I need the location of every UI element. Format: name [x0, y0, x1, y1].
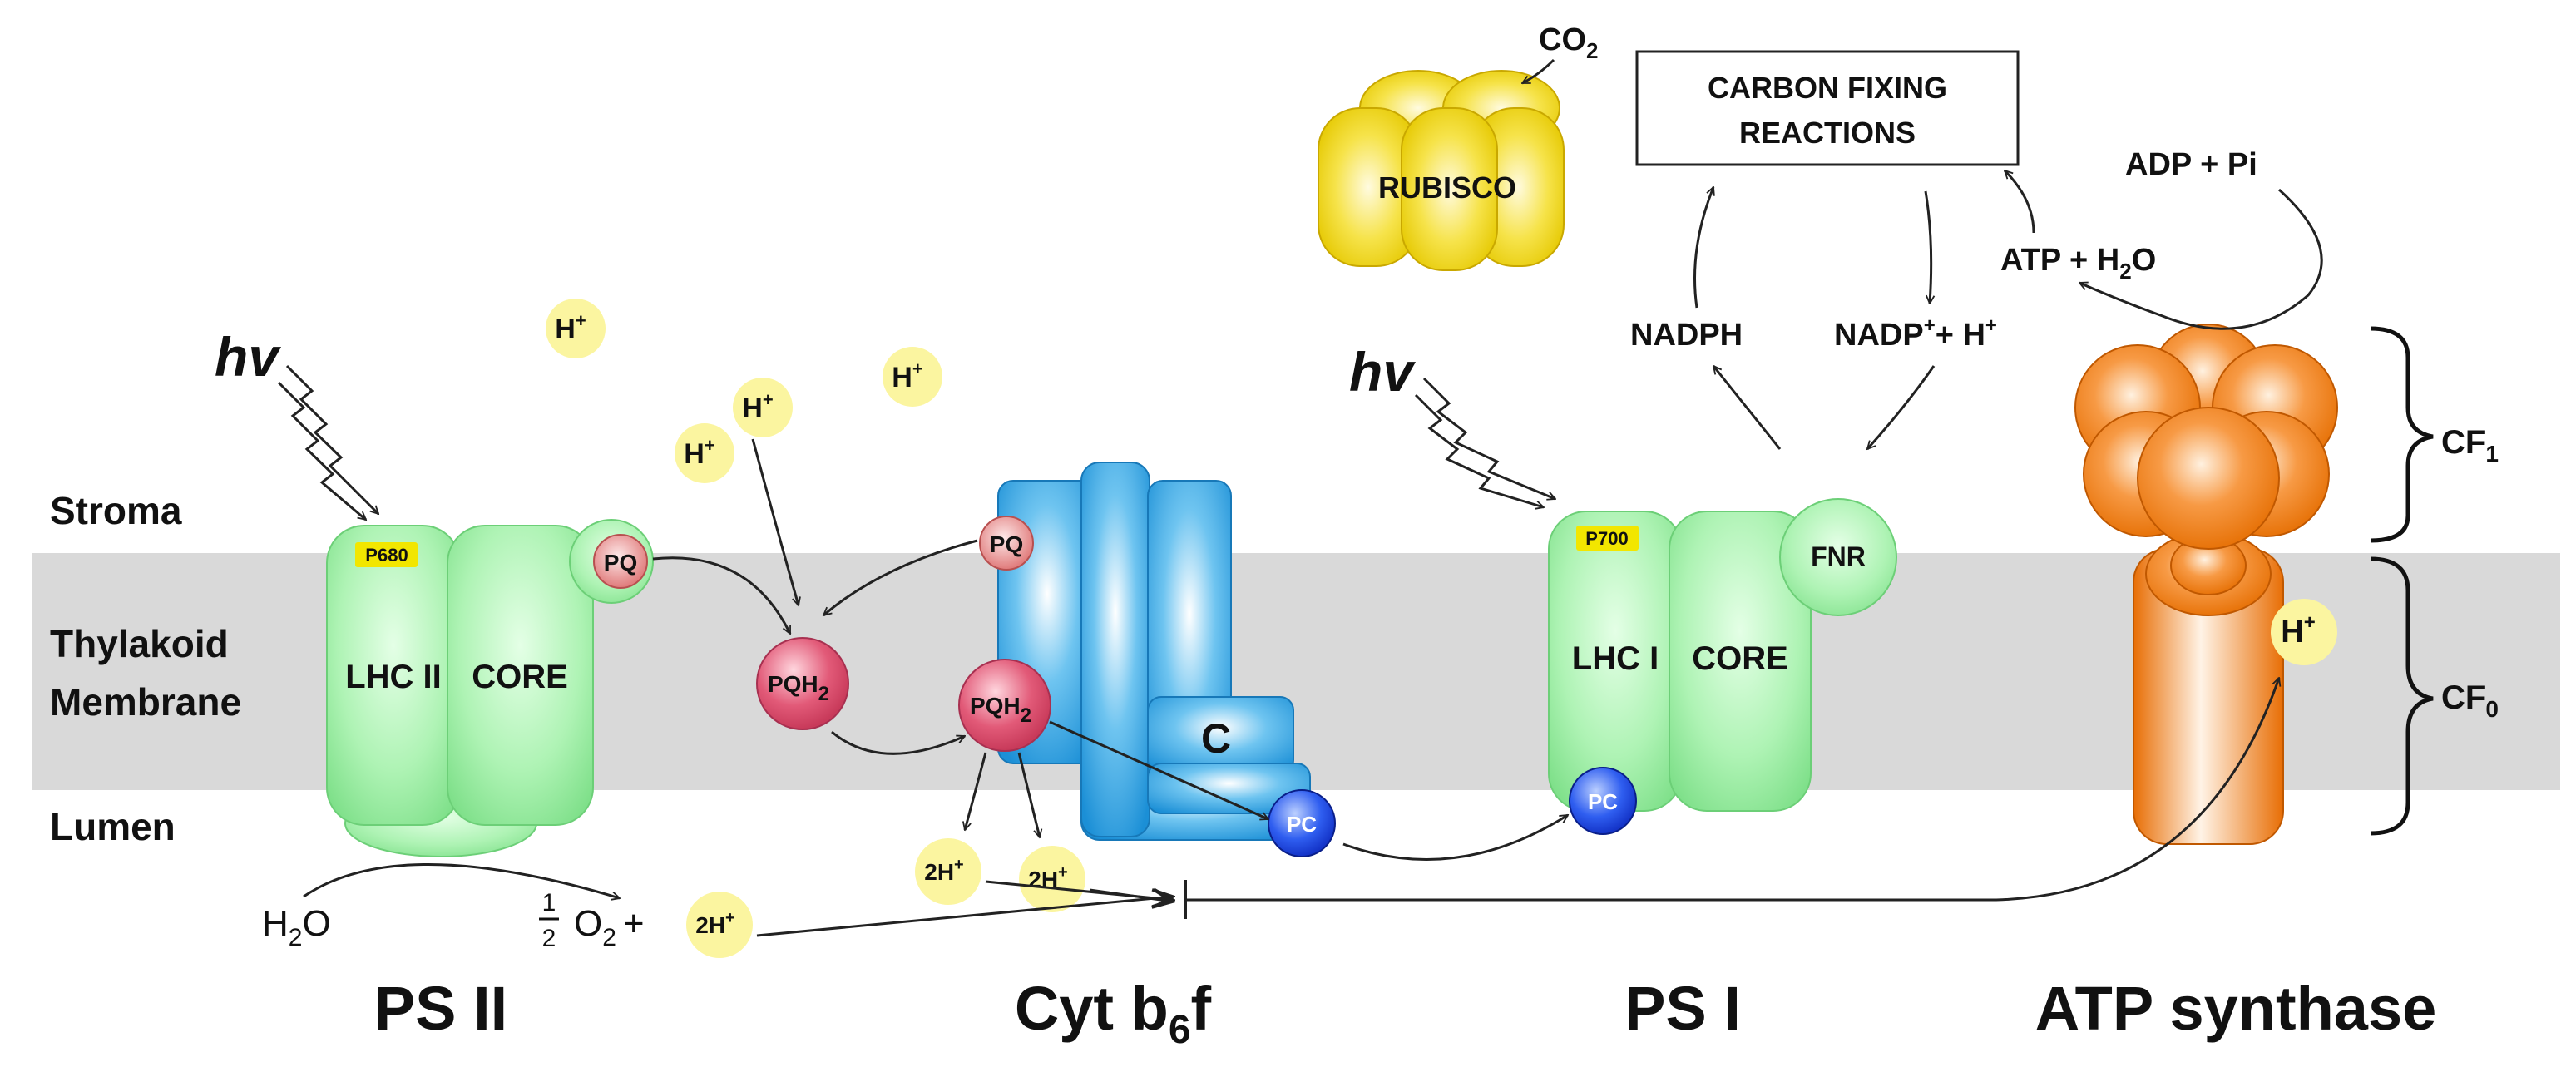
rubisco-center [1401, 107, 1498, 271]
p700-label: P700 [1585, 528, 1628, 549]
atp-to-calvin-arrow [2005, 170, 2035, 234]
proton-stroma-2 [733, 378, 793, 437]
proton-lumen-2 [1019, 846, 1085, 912]
pqh2-to-lumen-right-arrow [1017, 752, 1040, 837]
hv-psi-label: hv [1349, 341, 1416, 403]
proton-lumen-water [686, 892, 753, 958]
light-photon-psi [1414, 377, 1555, 507]
pc-to-psi-arrow [1342, 813, 1568, 861]
atp-proton-label: H+ [2281, 611, 2315, 650]
proton-lumen-water-label: 2H+ [695, 909, 734, 938]
psi-core [1669, 511, 1812, 812]
h2o-label: H2O [262, 903, 331, 951]
psi-title: PS I [1624, 974, 1741, 1043]
carbon-fixing-line1: CARBON FIXING [1708, 71, 1947, 105]
nadph-label: NADPH [1630, 318, 1743, 353]
pq-psii-to-pqh2-arrow [652, 556, 792, 634]
stroma-label: Stroma [50, 489, 182, 532]
psi-lhc-label: LHC I [1572, 640, 1659, 677]
nadp-to-fnr-arrow [1867, 365, 1936, 449]
half-denominator: 2 [542, 925, 556, 952]
cf1-label: CF1 [2441, 424, 2499, 467]
cf1-sphere-front [2137, 407, 2280, 550]
fnr-circle [1779, 498, 1897, 616]
proton-stroma-2-label: H+ [742, 389, 773, 424]
pqh2-cyt-circle [958, 659, 1051, 752]
pq-cyt-to-pqh2-arrow [823, 539, 978, 615]
proton-stroma-3-label: H+ [684, 435, 714, 470]
psii-core [447, 525, 594, 826]
o2-label: O2+ [574, 903, 645, 951]
p700-badge [1576, 526, 1639, 551]
cf0-label: CF0 [2441, 679, 2499, 722]
proton-lumen-1 [915, 838, 981, 905]
cf1-brace [2370, 326, 2434, 543]
atp-synthase-complex [2074, 324, 2338, 845]
pqh2-to-lumen-left-arrow [965, 752, 987, 830]
psii-lhc-label: LHC II [345, 659, 442, 695]
atp-title: ATP synthase [2035, 974, 2437, 1043]
fnr-label: FNR [1811, 541, 1866, 571]
cyt-pq-circle [979, 516, 1034, 571]
psii-pq-circle [593, 534, 648, 589]
psii-title: PS II [374, 974, 507, 1043]
atp-proton-circle [2271, 599, 2337, 665]
proton-stroma-1-label: H+ [555, 310, 586, 345]
water-split-arrow [303, 863, 620, 898]
pqh2-to-pc-arrow [1049, 720, 1268, 819]
lumen-label: Lumen [50, 805, 176, 848]
nadp-label: NADP++ H+ [1834, 314, 1997, 353]
proton-to-atp-synthase-arrow [1185, 678, 2279, 902]
pqh2-to-cyt-arrow [831, 730, 965, 755]
psi-complex: P700 LHC I CORE FNR [1548, 498, 1897, 812]
co2-arrow [1522, 58, 1555, 85]
proton-stroma-1 [546, 299, 606, 358]
cyt-title: Cyt b6f [1015, 974, 1212, 1052]
adp-cycle-arrow [2079, 188, 2323, 330]
pqh2-free-circle [756, 637, 849, 730]
pc-psi-label: PC [1588, 789, 1618, 814]
cyt-c-lower-block [1147, 763, 1311, 814]
adp-pi-label: ADP + Pi [2125, 147, 2257, 182]
fnr-to-nadph-arrow [1713, 366, 1782, 450]
membrane-label-line1: Thylakoid [50, 622, 229, 665]
cyt-c-label: C [1201, 715, 1231, 762]
cf0-brace [2370, 556, 2434, 836]
proton-stroma-4-label: H+ [892, 358, 922, 393]
cyt-pq-label: PQ [990, 531, 1023, 557]
cyt-mid-subunit [1080, 462, 1150, 837]
hv-psii-label: hv [215, 326, 281, 388]
carbon-fixing-line2: REACTIONS [1739, 116, 1916, 150]
proton-lumen-1-label: 2H+ [924, 856, 963, 885]
atp-h2o-label: ATP + H2O [2000, 243, 2156, 284]
proton-stroma-3 [675, 423, 734, 483]
rubisco-label: RUBISCO [1378, 170, 1516, 205]
pc-cyt-label: PC [1287, 812, 1317, 837]
psi-core-label: CORE [1692, 640, 1788, 677]
pc-psi-circle [1569, 767, 1637, 835]
proton-to-pqh2-arrow [751, 438, 799, 605]
lumen-proton-2h-arrow-2 [1089, 888, 1173, 902]
lumen-proton-gradient-line [756, 897, 1173, 937]
proton-stroma-4 [883, 347, 942, 407]
co2-label: CO2 [1539, 22, 1598, 63]
membrane-label-line2: Membrane [50, 680, 241, 724]
carbon-fixing-box [1635, 50, 2020, 166]
calvin-to-nadp-arrow [1924, 190, 1931, 304]
rubisco-complex: RUBISCO [1318, 70, 1565, 271]
p680-label: P680 [365, 545, 408, 566]
p680-badge [355, 542, 418, 567]
psii-core-label: CORE [472, 659, 568, 695]
pqh2-cyt-label: PQH2 [970, 693, 1031, 727]
light-photon-psii [277, 364, 378, 520]
nadph-to-calvin-arrow [1693, 187, 1714, 309]
half-numerator: 1 [542, 889, 556, 916]
pc-cyt-circle [1268, 789, 1336, 857]
psii-pq-label: PQ [604, 550, 637, 576]
pqh2-free-label: PQH2 [768, 671, 829, 705]
